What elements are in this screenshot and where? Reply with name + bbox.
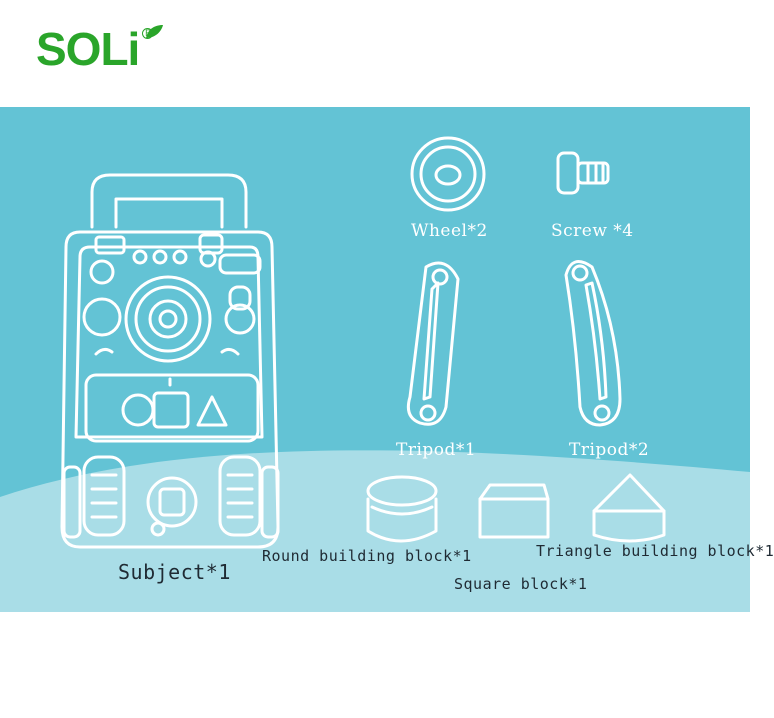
round-block-label: Round building block*1 <box>262 547 472 565</box>
tripod-2-illustration <box>564 260 622 427</box>
parts-panel: Wheel*2 Screw *4 Tripod*1 Tripod*2 Subje… <box>0 107 774 612</box>
triangle-block-label: Triangle building block*1 <box>536 542 774 560</box>
brand-name: SOLi <box>36 23 140 75</box>
tripod-1-label: Tripod*1 <box>396 440 477 460</box>
background-wave <box>0 450 750 612</box>
wheel-illustration <box>410 136 486 212</box>
triangle-block-illustration <box>592 473 666 543</box>
subject-label: Subject*1 <box>118 560 231 584</box>
screw-illustration <box>556 151 610 195</box>
wheel-label: Wheel*2 <box>411 221 488 241</box>
tripod-1-illustration <box>406 261 460 426</box>
square-block-label: Square block*1 <box>454 575 588 593</box>
walker-body-illustration <box>60 173 280 549</box>
tripod-2-label: Tripod*2 <box>569 440 650 460</box>
screw-label: Screw *4 <box>551 221 634 241</box>
square-block-illustration <box>478 483 550 539</box>
round-block-illustration <box>366 475 438 543</box>
leaf-icon <box>146 25 163 38</box>
brand-logo: SOLi R <box>36 22 163 76</box>
